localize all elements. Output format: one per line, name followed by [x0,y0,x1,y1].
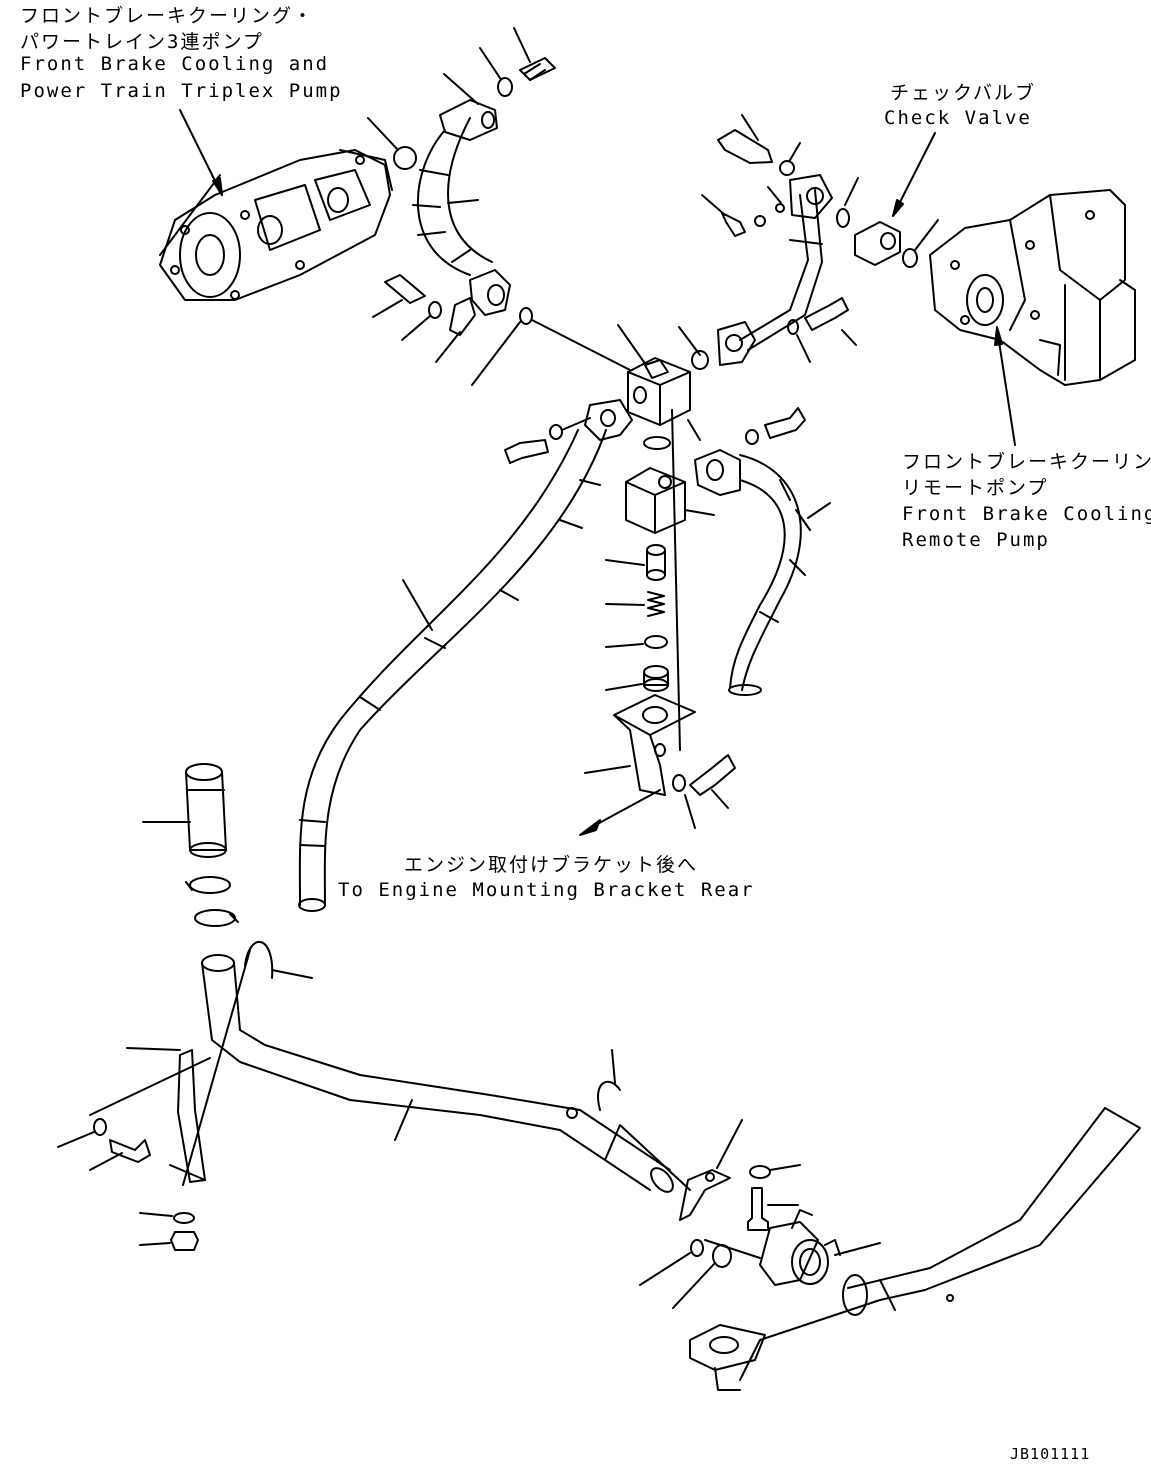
check-valve-label-jp: チェックバルブ [890,82,1037,104]
valve-block-upper [627,357,691,426]
bolt [747,1187,769,1231]
nut [170,1231,199,1251]
support-stay [169,1049,206,1183]
bolt [764,407,806,439]
u-clip [597,1080,621,1111]
triplex-pump-label-en1: Front Brake Cooling and [20,53,330,75]
engine-bracket-label-jp: エンジン取付けブラケット後へ [404,854,699,876]
spool [646,544,666,581]
plug [643,665,669,692]
o-ring [644,635,668,649]
remote-pump-label-en1: Front Brake Cooling [902,503,1151,525]
coupling-clamp [759,1209,841,1286]
remote-pump-label-en2: Remote Pump [902,529,1050,551]
o-ring [775,203,785,213]
rubber-hose [185,763,227,858]
upper-hose [412,99,511,316]
plug [721,212,746,237]
washer [690,1239,704,1257]
washer [549,424,563,440]
washer [428,301,442,319]
washer [749,1165,771,1179]
bolt [689,754,736,796]
o-ring [902,248,918,268]
bolt [717,129,773,164]
triplex-pump-label-jp2: パワートレイン3連ポンプ [20,31,264,53]
bolt [519,57,556,81]
o-ring [754,215,766,227]
washer [93,1118,107,1136]
washer [672,774,686,792]
long-hose [298,399,633,912]
hose-clamp [185,876,231,894]
valve-bracket [613,694,696,796]
bolt [109,1139,151,1163]
clamp-plate [449,297,476,336]
spring [647,591,665,617]
suction-tube [201,954,674,1193]
washer [787,319,799,335]
check-valve-label-en: Check Valve [884,107,1032,129]
washer [173,1212,195,1224]
triplex-pump [159,149,393,301]
hose-clamp [194,909,239,927]
right-hose [694,449,811,696]
remote-pump [929,189,1136,386]
o-ring [519,307,533,325]
valve-block-lower [625,467,686,534]
engine-bracket-label-en: To Engine Mounting Bracket Rear [338,879,755,901]
o-ring [691,350,709,370]
check-valve-block [854,221,901,266]
check-valve-pipe [717,174,833,366]
o-ring [836,208,850,228]
washer [745,429,759,445]
tube-bracket [679,1169,731,1221]
bolt [504,439,549,464]
bolt [384,274,426,304]
o-ring [643,436,671,450]
triplex-pump-label-en2: Power Train Triplex Pump [20,80,343,102]
drawing-number: JB101111 [1010,1445,1091,1463]
washer [497,77,513,97]
u-clip [244,940,274,979]
triplex-pump-label-jp1: フロントブレーキクーリング・ [20,5,315,27]
bolt [804,297,849,331]
washer [779,160,795,176]
outlet-pipe [689,1107,1141,1391]
remote-pump-label-jp1: フロントブレーキクーリング [902,451,1151,473]
remote-pump-label-jp2: リモートポンプ [902,477,1049,499]
o-ring [393,146,417,170]
